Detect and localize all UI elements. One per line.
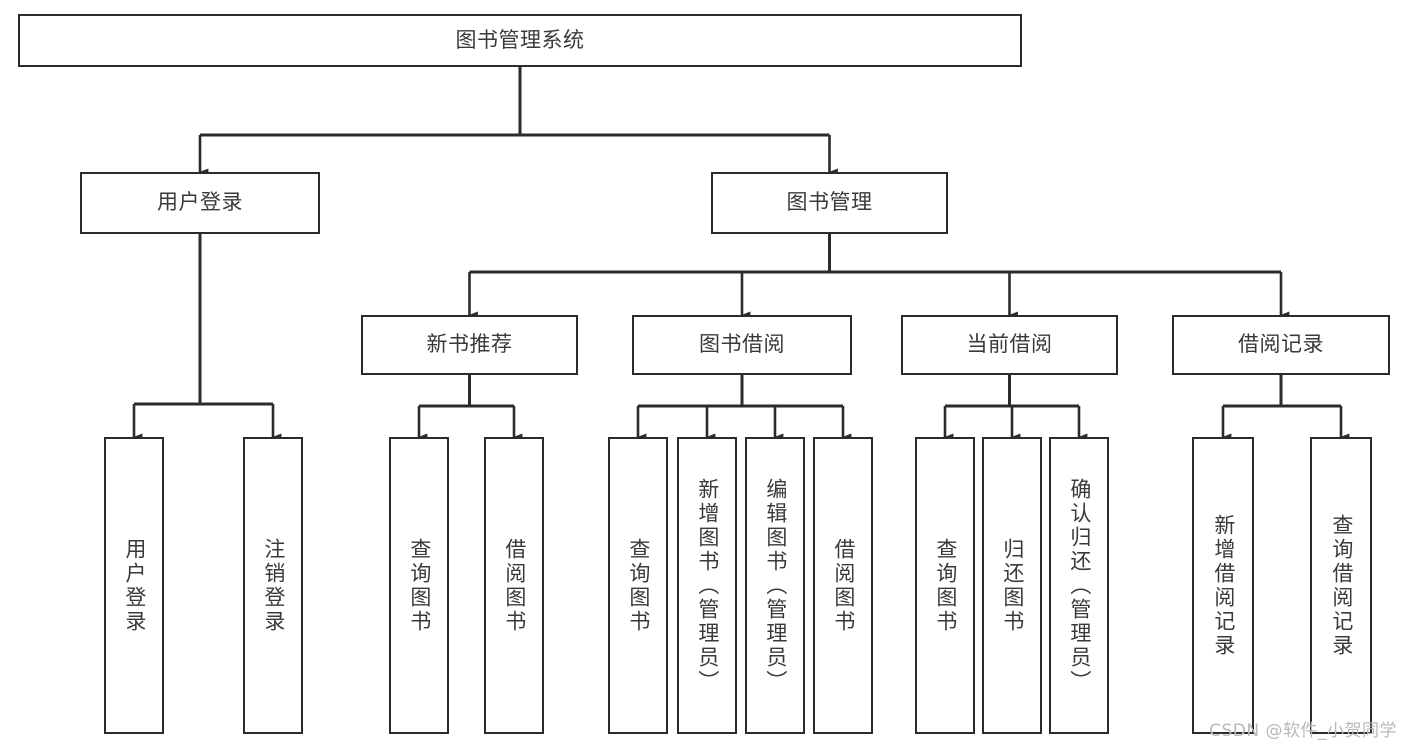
node-label-user-login: 用户登录 — [157, 190, 243, 215]
node-leaf-query-book-rec[interactable]: 查询图书 — [389, 437, 449, 734]
node-current-borrow[interactable]: 当前借阅 — [901, 315, 1118, 375]
node-label-leaf-query-book-borrow: 查询图书 — [626, 537, 651, 634]
node-label-leaf-confirm-return-admin: 确认归还（管理员） — [1067, 477, 1092, 694]
node-borrow-record[interactable]: 借阅记录 — [1172, 315, 1390, 375]
node-label-leaf-borrow-book: 借阅图书 — [831, 537, 856, 634]
node-label-leaf-user-login: 用户登录 — [122, 537, 147, 634]
node-label-new-book-rec: 新书推荐 — [426, 332, 513, 357]
node-label-current-borrow: 当前借阅 — [966, 332, 1053, 357]
node-label-leaf-return-book: 归还图书 — [1000, 537, 1025, 634]
node-new-book-rec[interactable]: 新书推荐 — [361, 315, 578, 375]
node-label-leaf-query-borrow-record: 查询借阅记录 — [1329, 513, 1354, 658]
node-leaf-add-borrow-record[interactable]: 新增借阅记录 — [1192, 437, 1254, 734]
node-label-leaf-query-book-rec: 查询图书 — [407, 537, 432, 634]
node-leaf-query-borrow-record[interactable]: 查询借阅记录 — [1310, 437, 1372, 734]
node-leaf-user-login[interactable]: 用户登录 — [104, 437, 164, 734]
node-label-leaf-user-logout: 注销登录 — [261, 537, 286, 634]
watermark: CSDN @软件_小贺同学 — [1209, 721, 1397, 741]
node-label-borrow-record: 借阅记录 — [1238, 332, 1324, 357]
node-label-leaf-query-book-cur: 查询图书 — [933, 537, 958, 634]
node-label-leaf-add-borrow-record: 新增借阅记录 — [1211, 513, 1236, 658]
node-leaf-borrow-book-rec[interactable]: 借阅图书 — [484, 437, 544, 734]
node-label-book-manage: 图书管理 — [786, 190, 873, 215]
node-leaf-query-book-borrow[interactable]: 查询图书 — [608, 437, 668, 734]
node-label-root: 图书管理系统 — [455, 27, 585, 52]
node-book-borrow[interactable]: 图书借阅 — [632, 315, 852, 375]
node-leaf-query-book-cur[interactable]: 查询图书 — [915, 437, 975, 734]
node-leaf-edit-book-admin[interactable]: 编辑图书（管理员） — [745, 437, 805, 734]
node-label-leaf-borrow-book-rec: 借阅图书 — [502, 537, 527, 634]
node-root[interactable]: 图书管理系统 — [18, 14, 1022, 67]
node-user-login[interactable]: 用户登录 — [80, 172, 320, 234]
node-leaf-return-book[interactable]: 归还图书 — [982, 437, 1042, 734]
node-book-manage[interactable]: 图书管理 — [711, 172, 948, 234]
node-leaf-borrow-book[interactable]: 借阅图书 — [813, 437, 873, 734]
node-leaf-user-logout[interactable]: 注销登录 — [243, 437, 303, 734]
node-label-book-borrow: 图书借阅 — [699, 332, 785, 357]
node-leaf-confirm-return-admin[interactable]: 确认归还（管理员） — [1049, 437, 1109, 734]
node-label-leaf-edit-book-admin: 编辑图书（管理员） — [763, 477, 788, 694]
node-label-leaf-add-book-admin: 新增图书（管理员） — [695, 477, 720, 694]
node-leaf-add-book-admin[interactable]: 新增图书（管理员） — [677, 437, 737, 734]
